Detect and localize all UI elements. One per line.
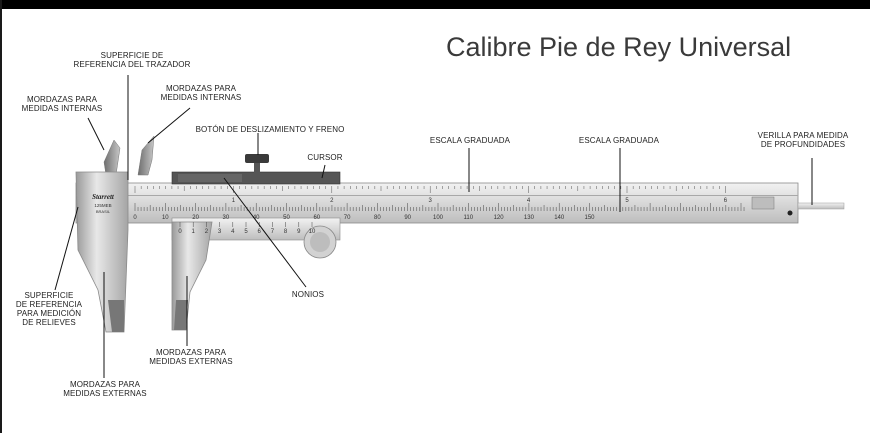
label-superficie-relieves: SUPERFICIE DE REFERENCIA PARA MEDICIÓN D… xyxy=(15,291,83,327)
svg-text:BRASIL: BRASIL xyxy=(96,209,111,214)
vernier-label: 4 xyxy=(231,229,235,235)
brand-text: Starrett xyxy=(92,193,115,201)
mm-scale-label: 0 xyxy=(133,215,137,221)
main-beam xyxy=(75,182,799,224)
mm-scale-label: 140 xyxy=(554,215,565,221)
inch-scale-label: 5 xyxy=(625,198,629,204)
vernier-label: 8 xyxy=(284,229,288,235)
lock-screw-stem xyxy=(254,162,260,174)
label-nonios: NONIOS xyxy=(291,290,325,299)
fixed-internal-jaw xyxy=(103,139,121,176)
mm-scale-label: 60 xyxy=(313,215,320,221)
label-mordazas-externas-bottom: MORDAZAS PARA MEDIDAS EXTERNAS xyxy=(63,380,147,398)
vernier-label: 9 xyxy=(297,229,301,235)
inch-scale-label: 3 xyxy=(429,198,433,204)
mm-scale-label: 70 xyxy=(344,215,351,221)
mm-scale-label: 90 xyxy=(404,215,411,221)
mm-scale-label: 130 xyxy=(524,215,535,221)
mm-scale-label: 40 xyxy=(253,215,260,221)
page-title: Calibre Pie de Rey Universal xyxy=(446,32,792,62)
inch-scale-label: 4 xyxy=(527,198,531,204)
inch-scale-numbers: 1 2 3 4 5 6 xyxy=(232,198,728,204)
inch-scale-label: 6 xyxy=(724,198,728,204)
mm-scale-label: 50 xyxy=(283,215,290,221)
label-verilla: VERILLA PARA MEDIDA DE PROFUNDIDADES xyxy=(757,131,849,149)
mm-scale-label: 10 xyxy=(162,215,169,221)
mm-scale-numbers: 0 10 20 30 40 50 60 70 80 90 100 110 120 130 140 150 xyxy=(133,215,595,221)
mm-scale-label: 30 xyxy=(223,215,230,221)
label-escala-1: ESCALA GRADUADA xyxy=(429,136,511,145)
vernier-label: 2 xyxy=(205,229,209,235)
label-superficie-trazador: SUPERFICIE DE REFERENCIA DEL TRAZADOR xyxy=(73,51,191,69)
vernier-label: 10 xyxy=(309,229,316,235)
mm-scale-label: 150 xyxy=(584,215,595,221)
inch-scale-label: 2 xyxy=(330,198,334,204)
mm-scale-label: 80 xyxy=(374,215,381,221)
mm-scale-label: 120 xyxy=(494,215,505,221)
vernier-label: 1 xyxy=(192,229,196,235)
label-boton: BOTÓN DE DESLIZAMIENTO Y FRENO xyxy=(195,125,345,134)
top-border xyxy=(0,0,870,9)
label-cursor: CURSOR xyxy=(307,153,343,162)
vernier-label: 3 xyxy=(218,229,222,235)
label-escala-2: ESCALA GRADUADA xyxy=(578,136,660,145)
mm-scale-label: 110 xyxy=(464,215,474,221)
svg-text:125MEB: 125MEB xyxy=(94,203,111,208)
depth-rod xyxy=(797,202,845,210)
label-mordazas-externas-mid: MORDAZAS PARA MEDIDAS EXTERNAS xyxy=(149,348,233,366)
vernier-scale: 0 1 2 3 4 5 6 7 8 9 10 xyxy=(178,222,316,235)
label-mordazas-internas-left: MORDAZAS PARA MEDIDAS INTERNAS xyxy=(21,95,103,113)
vernier-label: 7 xyxy=(271,229,275,235)
inch-scale-label: 1 xyxy=(232,198,236,204)
vernier-label: 0 xyxy=(178,229,182,235)
leader-lines xyxy=(54,75,813,378)
vernier-label: 6 xyxy=(258,229,262,235)
mm-scale-label: 100 xyxy=(433,215,444,221)
vernier-label: 5 xyxy=(244,229,248,235)
lock-screw-head xyxy=(245,154,269,163)
left-border xyxy=(0,0,2,433)
sliding-internal-jaw xyxy=(137,135,155,176)
mm-scale-label: 20 xyxy=(192,215,199,221)
label-mordazas-internas-right: MORDAZAS PARA MEDIDAS INTERNAS xyxy=(160,84,242,102)
